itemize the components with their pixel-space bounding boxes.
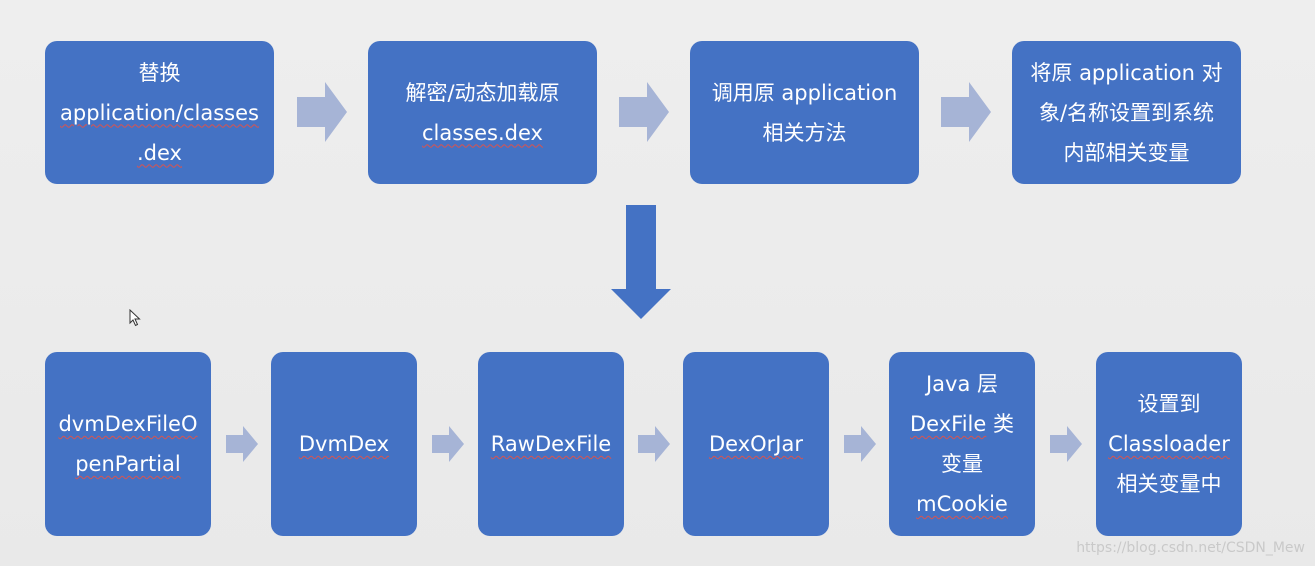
box-line: 调用原 application <box>711 80 898 105</box>
step-java-dexfile-mcookie: Java 层 DexFile 类 变量 mCookie <box>889 352 1035 536</box>
right-arrow-icon <box>844 426 876 462</box>
box-line: classes.dex <box>422 120 543 145</box>
box-line: 象/名称设置到系统 <box>1038 100 1215 125</box>
box-line: 内部相关变量 <box>1063 140 1190 165</box>
step-replace-application: 替换 application/classes .dex <box>45 41 274 184</box>
step-dvmdexfileopenpartial: dvmDexFileO penPartial <box>45 352 211 536</box>
step-set-classloader: 设置到 Classloader 相关变量中 <box>1096 352 1242 536</box>
box-line: 变量 <box>940 452 983 476</box>
right-arrow-icon <box>619 82 669 142</box>
box-line: application/classes <box>60 100 259 125</box>
box-line: .dex <box>137 140 182 165</box>
box-line: 相关变量中 <box>1116 472 1222 496</box>
box-line: 解密/动态加载原 <box>405 80 560 105</box>
box-line: DexFile 类 <box>910 412 1014 436</box>
right-arrow-icon <box>1050 426 1082 462</box>
box-line: DexOrJar <box>708 432 803 456</box>
step-decrypt-load-dex: 解密/动态加载原 classes.dex <box>368 41 597 184</box>
right-arrow-icon <box>297 82 347 142</box>
step-call-original-application: 调用原 application 相关方法 <box>690 41 919 184</box>
watermark: https://blog.csdn.net/CSDN_Mew <box>1076 540 1305 556</box>
box-line: 相关方法 <box>762 120 847 145</box>
box-line: Java 层 <box>925 372 999 396</box>
box-line: dvmDexFileO <box>58 412 198 436</box>
right-arrow-icon <box>941 82 991 142</box>
step-dexorjar: DexOrJar <box>683 352 829 536</box>
step-dvmdex: DvmDex <box>271 352 417 536</box>
mouse-cursor-icon <box>129 309 141 327</box>
box-line: Classloader <box>1108 432 1230 456</box>
box-line: DvmDex <box>298 432 390 456</box>
step-rawdexfile: RawDexFile <box>478 352 624 536</box>
box-line: RawDexFile <box>490 432 612 456</box>
box-line: 替换 <box>138 60 181 85</box>
right-arrow-icon <box>432 426 464 462</box>
down-arrow-icon <box>611 205 671 319</box>
box-line: 设置到 <box>1137 392 1201 416</box>
right-arrow-icon <box>638 426 670 462</box>
box-line: 将原 application 对 <box>1030 60 1223 85</box>
step-set-system-variables: 将原 application 对 象/名称设置到系统 内部相关变量 <box>1012 41 1241 184</box>
box-line: penPartial <box>75 452 181 476</box>
box-line: mCookie <box>916 492 1008 516</box>
right-arrow-icon <box>226 426 258 462</box>
